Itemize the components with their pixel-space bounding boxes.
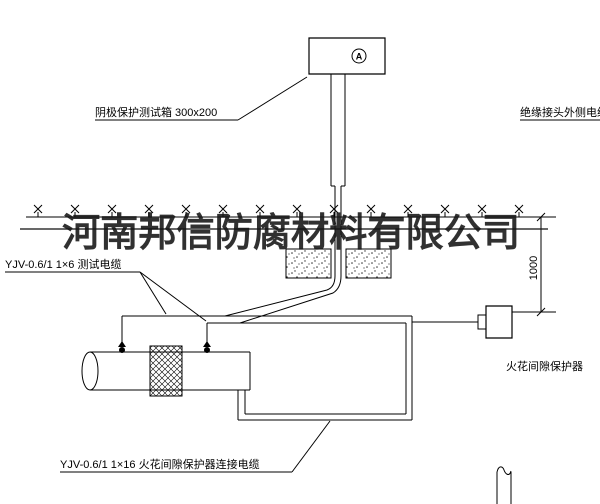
ammeter-symbol: A xyxy=(356,52,363,62)
ground-line xyxy=(26,204,554,218)
spark-cable-label: YJV-0.6/1 1×16 火花间隙保护器连接电缆 xyxy=(60,457,260,471)
insulation-joint-cable-label: 绝缘接头外侧电缆 xyxy=(520,105,600,119)
spark-gap-terminal xyxy=(478,315,486,329)
concrete-block-left xyxy=(286,249,331,278)
test-cable-leader-2 xyxy=(140,272,206,321)
concrete-blocks xyxy=(286,249,391,278)
test-box-leader xyxy=(238,77,307,120)
weld-connection-right xyxy=(203,341,211,353)
ground-mark xyxy=(33,204,43,218)
spark-cable-leader xyxy=(292,421,330,472)
conduit-riser xyxy=(225,74,345,323)
test-box: A xyxy=(309,38,385,74)
test-cable-leader-1 xyxy=(140,272,166,314)
spark-gap-protector xyxy=(478,306,512,338)
pipe-coupling xyxy=(150,346,182,396)
pipeline xyxy=(82,341,250,396)
dimension-1000-text: 1000 xyxy=(528,256,540,280)
watermark: 河南邦信防腐材料有限公司 xyxy=(20,212,548,255)
test-cable-right xyxy=(240,276,341,323)
test-box-label: 阴极保护测试箱 300x200 xyxy=(95,105,217,119)
ammeter-icon: A xyxy=(352,49,366,63)
pipe-end-cap xyxy=(82,352,98,390)
dimension-tick-top xyxy=(537,213,545,221)
dimension-1000 xyxy=(512,213,556,316)
dimension-tick-bottom xyxy=(537,308,545,316)
spark-gap-protector-label: 火花间隙保护器 xyxy=(506,359,583,373)
pipe-stub-symbol xyxy=(497,467,511,504)
cable-runs xyxy=(122,316,478,420)
test-cable-left xyxy=(225,276,335,316)
watermark-text: 河南邦信防腐材料有限公司 xyxy=(62,212,520,255)
test-cable-label: YJV-0.6/1 1×6 测试电缆 xyxy=(5,258,121,271)
concrete-block-right xyxy=(346,249,391,278)
spark-gap-body xyxy=(486,306,512,338)
weld-connection-left xyxy=(118,341,126,353)
annotation-leaders xyxy=(5,77,600,472)
